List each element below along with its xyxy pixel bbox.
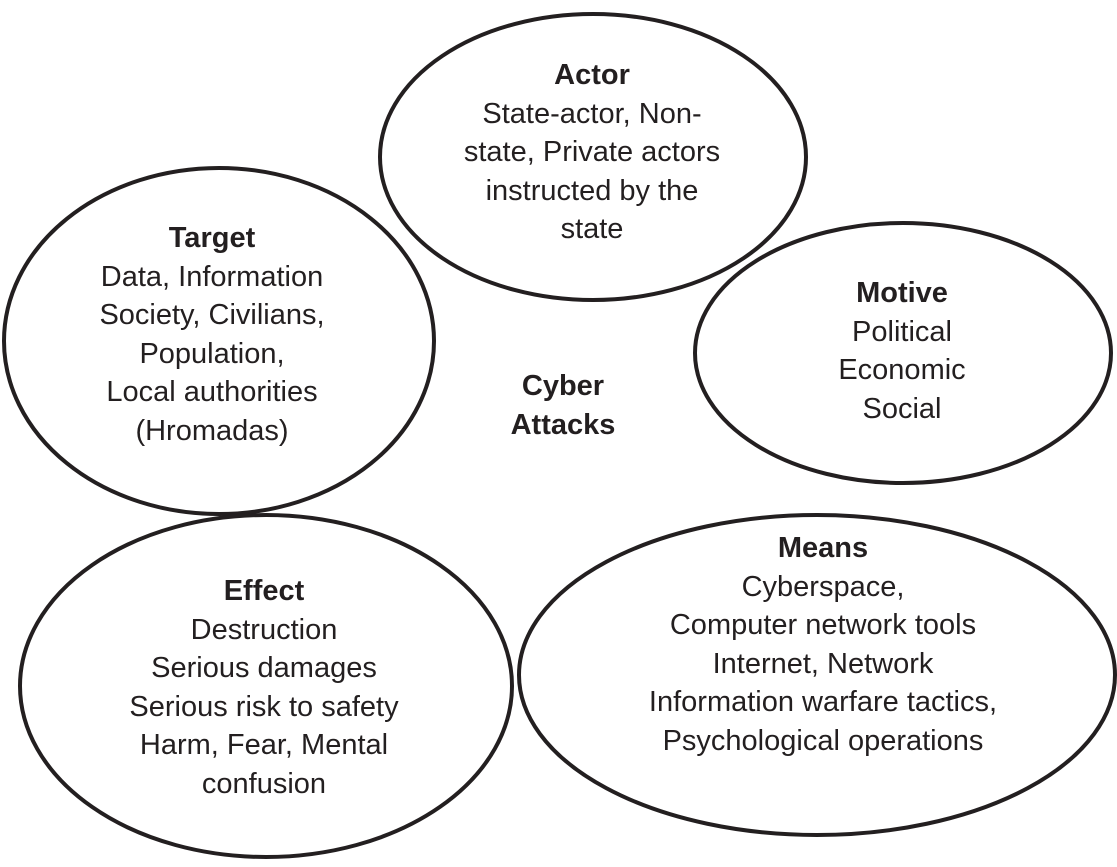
effect-line: Serious risk to safety	[129, 690, 399, 723]
target-block: Target Data, Information Society, Civili…	[99, 219, 324, 450]
means-line: Internet, Network	[712, 647, 934, 680]
actor-title: Actor	[554, 59, 630, 91]
effect-ellipse	[18, 513, 514, 859]
means-ellipse	[517, 513, 1117, 837]
means-line: Computer network tools	[669, 609, 977, 641]
motive-title: Motive	[856, 277, 948, 309]
target-line: (Hromadas)	[135, 414, 289, 447]
effect-block: Effect Destruction Serious damages Serio…	[129, 572, 398, 803]
means-block: Means Cyberspace, Computer network tools…	[649, 529, 997, 760]
effect-line: confusion	[201, 767, 327, 800]
means-line: Information warfare tactics,	[648, 686, 998, 718]
target-title: Target	[168, 222, 256, 254]
center-label-line2: Attacks	[510, 409, 616, 441]
actor-ellipse	[378, 12, 808, 302]
center-label: Cyber Attacks	[511, 367, 616, 445]
actor-line: State-actor, Non-	[482, 97, 702, 130]
motive-line: Economic	[838, 354, 966, 386]
center-label-line1: Cyber	[521, 370, 605, 402]
means-line: Psychological operations	[662, 724, 984, 757]
target-line: Local authorities	[106, 376, 318, 408]
actor-line: state	[560, 213, 624, 245]
actor-line: state, Private actors	[463, 136, 721, 168]
target-line: Society, Civilians,	[99, 299, 325, 331]
motive-ellipse	[693, 221, 1113, 485]
actor-block: Actor State-actor, Non- state, Private a…	[464, 56, 720, 249]
actor-line: instructed by the	[485, 174, 699, 207]
target-line: Population,	[139, 337, 285, 370]
target-line: Data, Information	[100, 260, 324, 293]
effect-line: Serious damages	[151, 652, 377, 684]
motive-line: Social	[862, 392, 942, 425]
effect-title: Effect	[223, 575, 305, 607]
motive-block: Motive Political Economic Social	[838, 274, 965, 428]
target-ellipse	[2, 166, 436, 516]
means-title: Means	[777, 532, 869, 564]
means-line: Cyberspace,	[741, 570, 905, 603]
effect-line: Destruction	[190, 613, 338, 646]
motive-line: Political	[852, 315, 952, 348]
effect-line: Harm, Fear, Mental	[139, 729, 389, 761]
